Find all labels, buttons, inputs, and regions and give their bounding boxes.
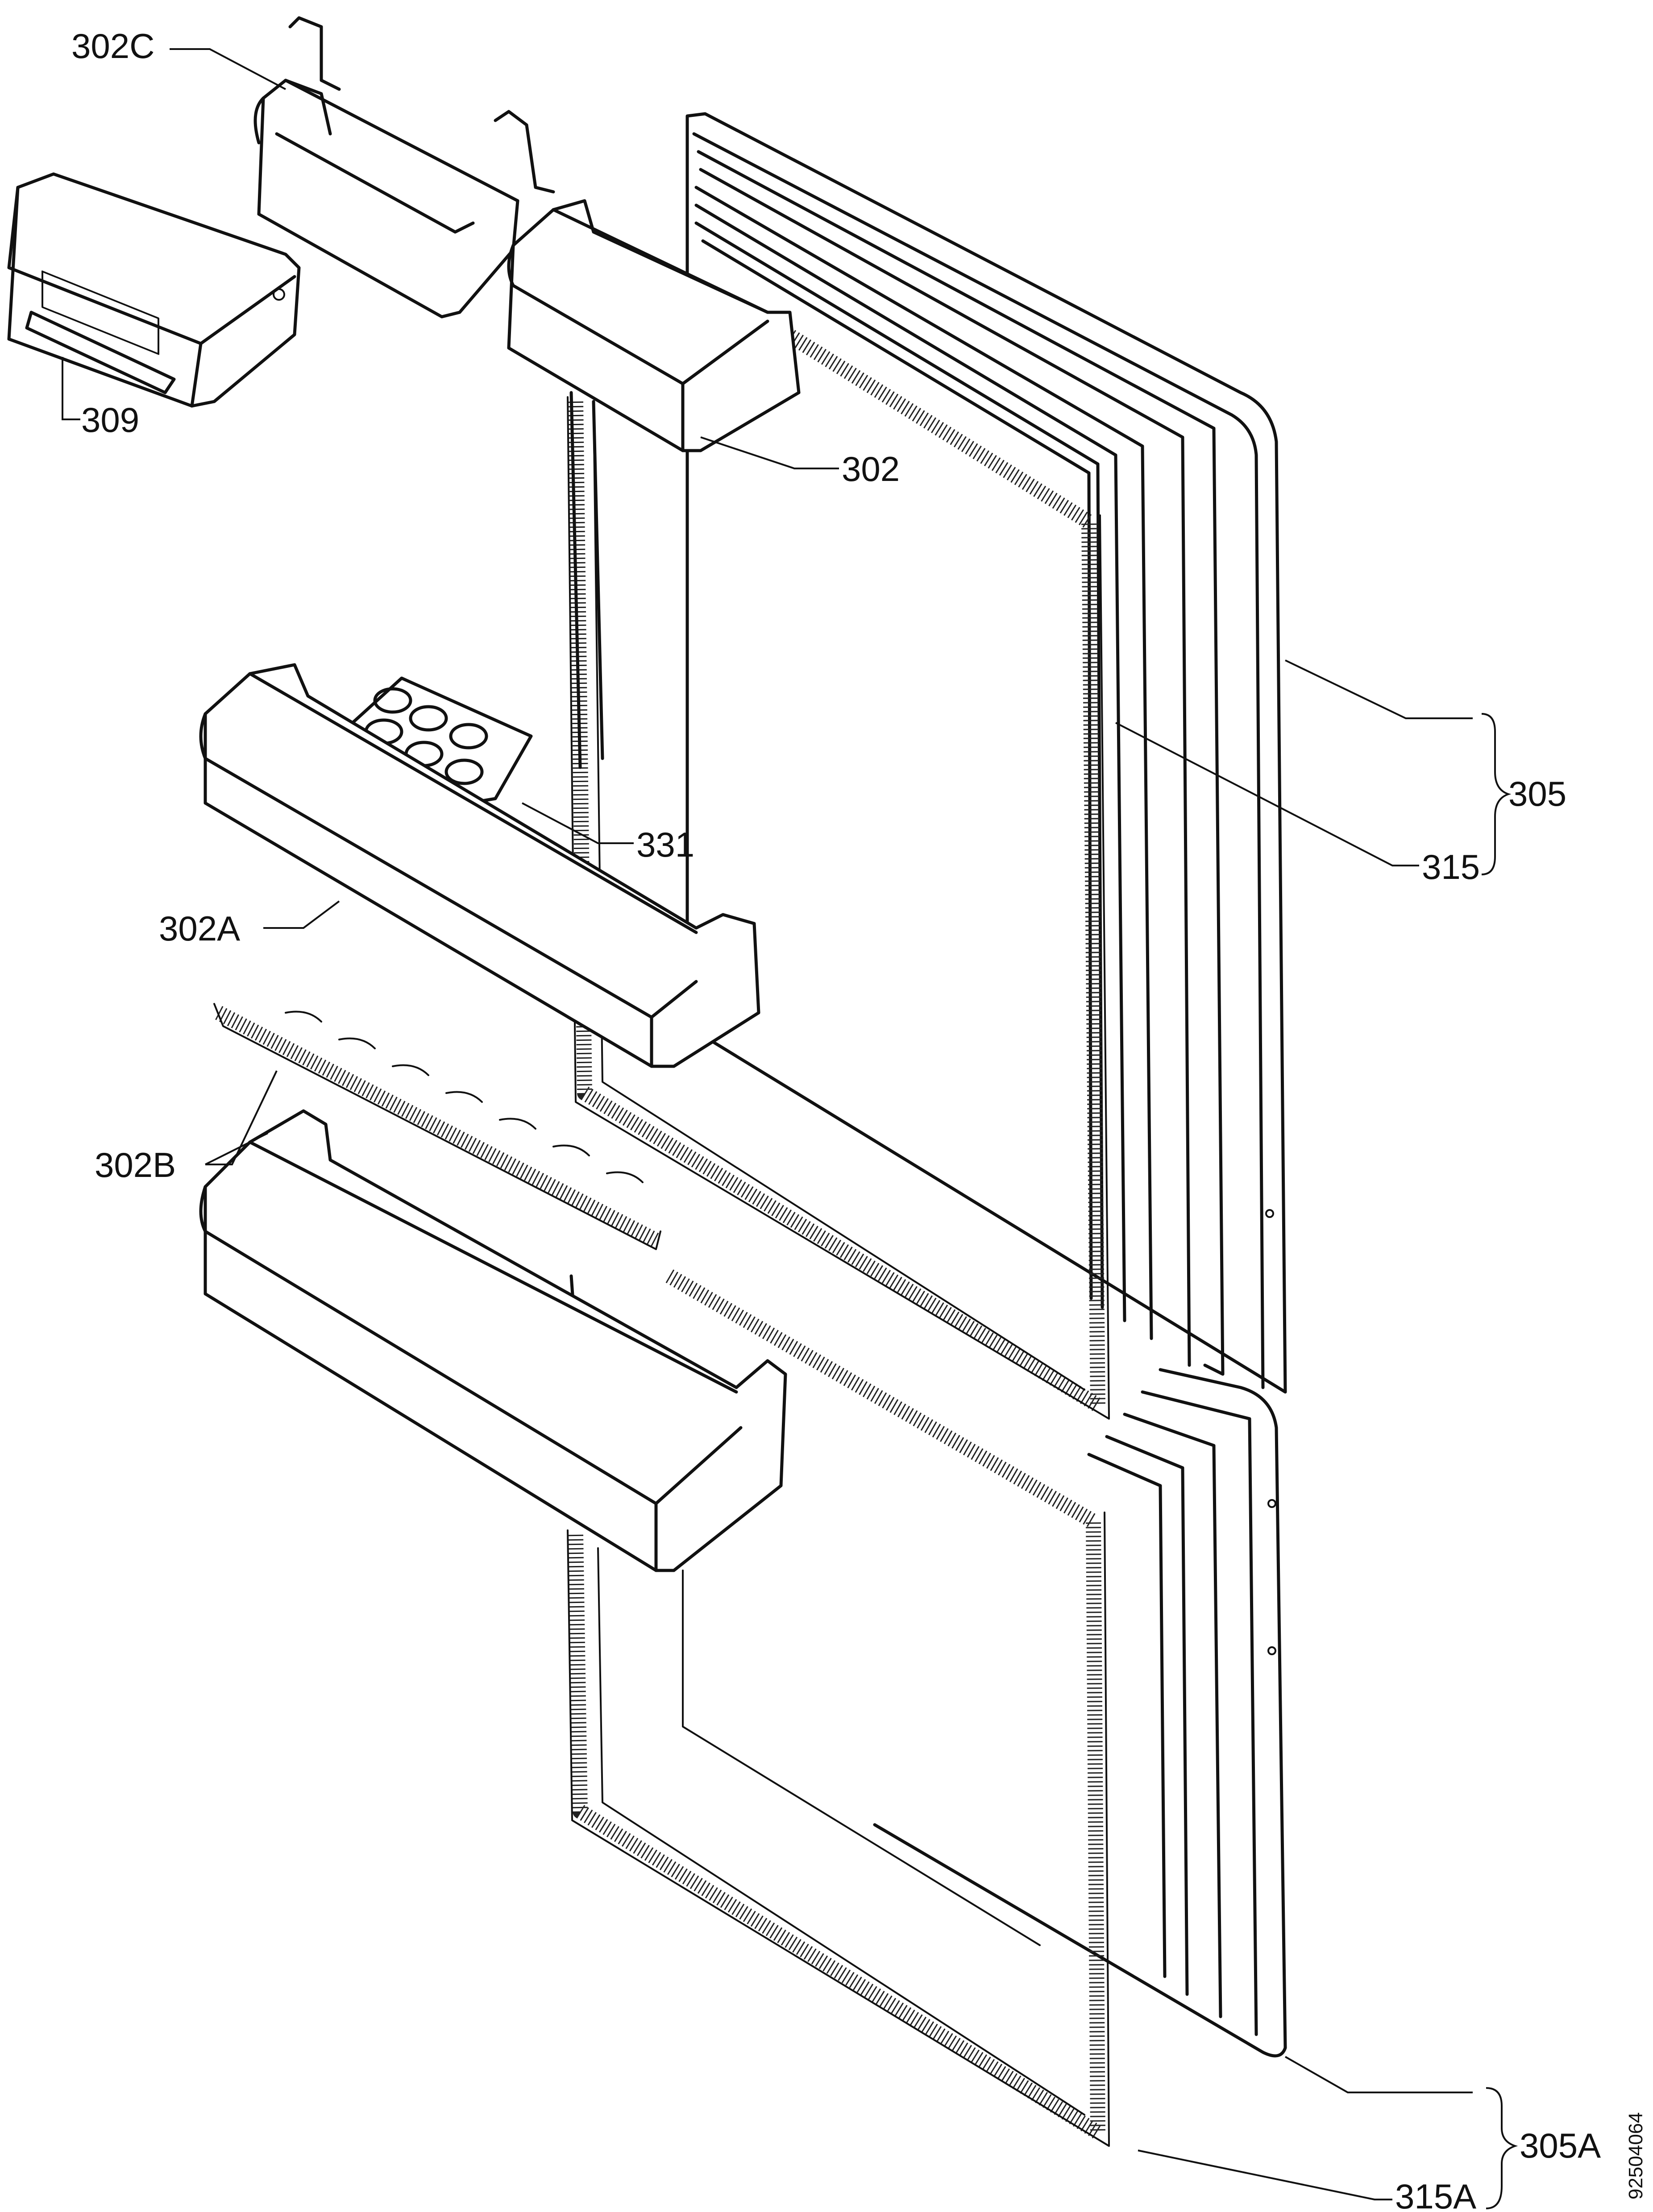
label-302b: 302B xyxy=(95,1145,176,1185)
butter-compartment-309 xyxy=(7,172,301,408)
label-302a: 302A xyxy=(159,909,240,948)
door-shelf-302 xyxy=(507,199,801,452)
label-305: 305 xyxy=(1508,774,1566,813)
lower-door-305a xyxy=(873,1368,1287,2058)
label-305a: 305A xyxy=(1520,2126,1601,2165)
leader-lines xyxy=(62,48,1473,2200)
label-302: 302 xyxy=(842,449,900,489)
door-shelf-302a xyxy=(199,663,760,1068)
label-331: 331 xyxy=(636,825,694,864)
label-315: 315 xyxy=(1422,847,1480,886)
upper-door-305 xyxy=(685,112,1287,1394)
drawing-number: 92504064 xyxy=(1625,2112,1647,2200)
upper-door-gasket-315 xyxy=(567,323,1110,1420)
bottle-retainer-302b xyxy=(213,1003,661,1250)
door-shelf-302c xyxy=(253,16,555,319)
door-shelf-302b-bin xyxy=(199,1109,787,1572)
label-302c: 302C xyxy=(71,26,154,66)
bracket-305 xyxy=(1481,713,1512,875)
label-315a: 315A xyxy=(1395,2177,1476,2212)
label-309: 309 xyxy=(81,400,139,439)
bracket-305a xyxy=(1486,2087,1518,2209)
lower-door-gasket-315a xyxy=(567,1269,1110,2147)
handle-holes xyxy=(1265,1209,1276,1655)
